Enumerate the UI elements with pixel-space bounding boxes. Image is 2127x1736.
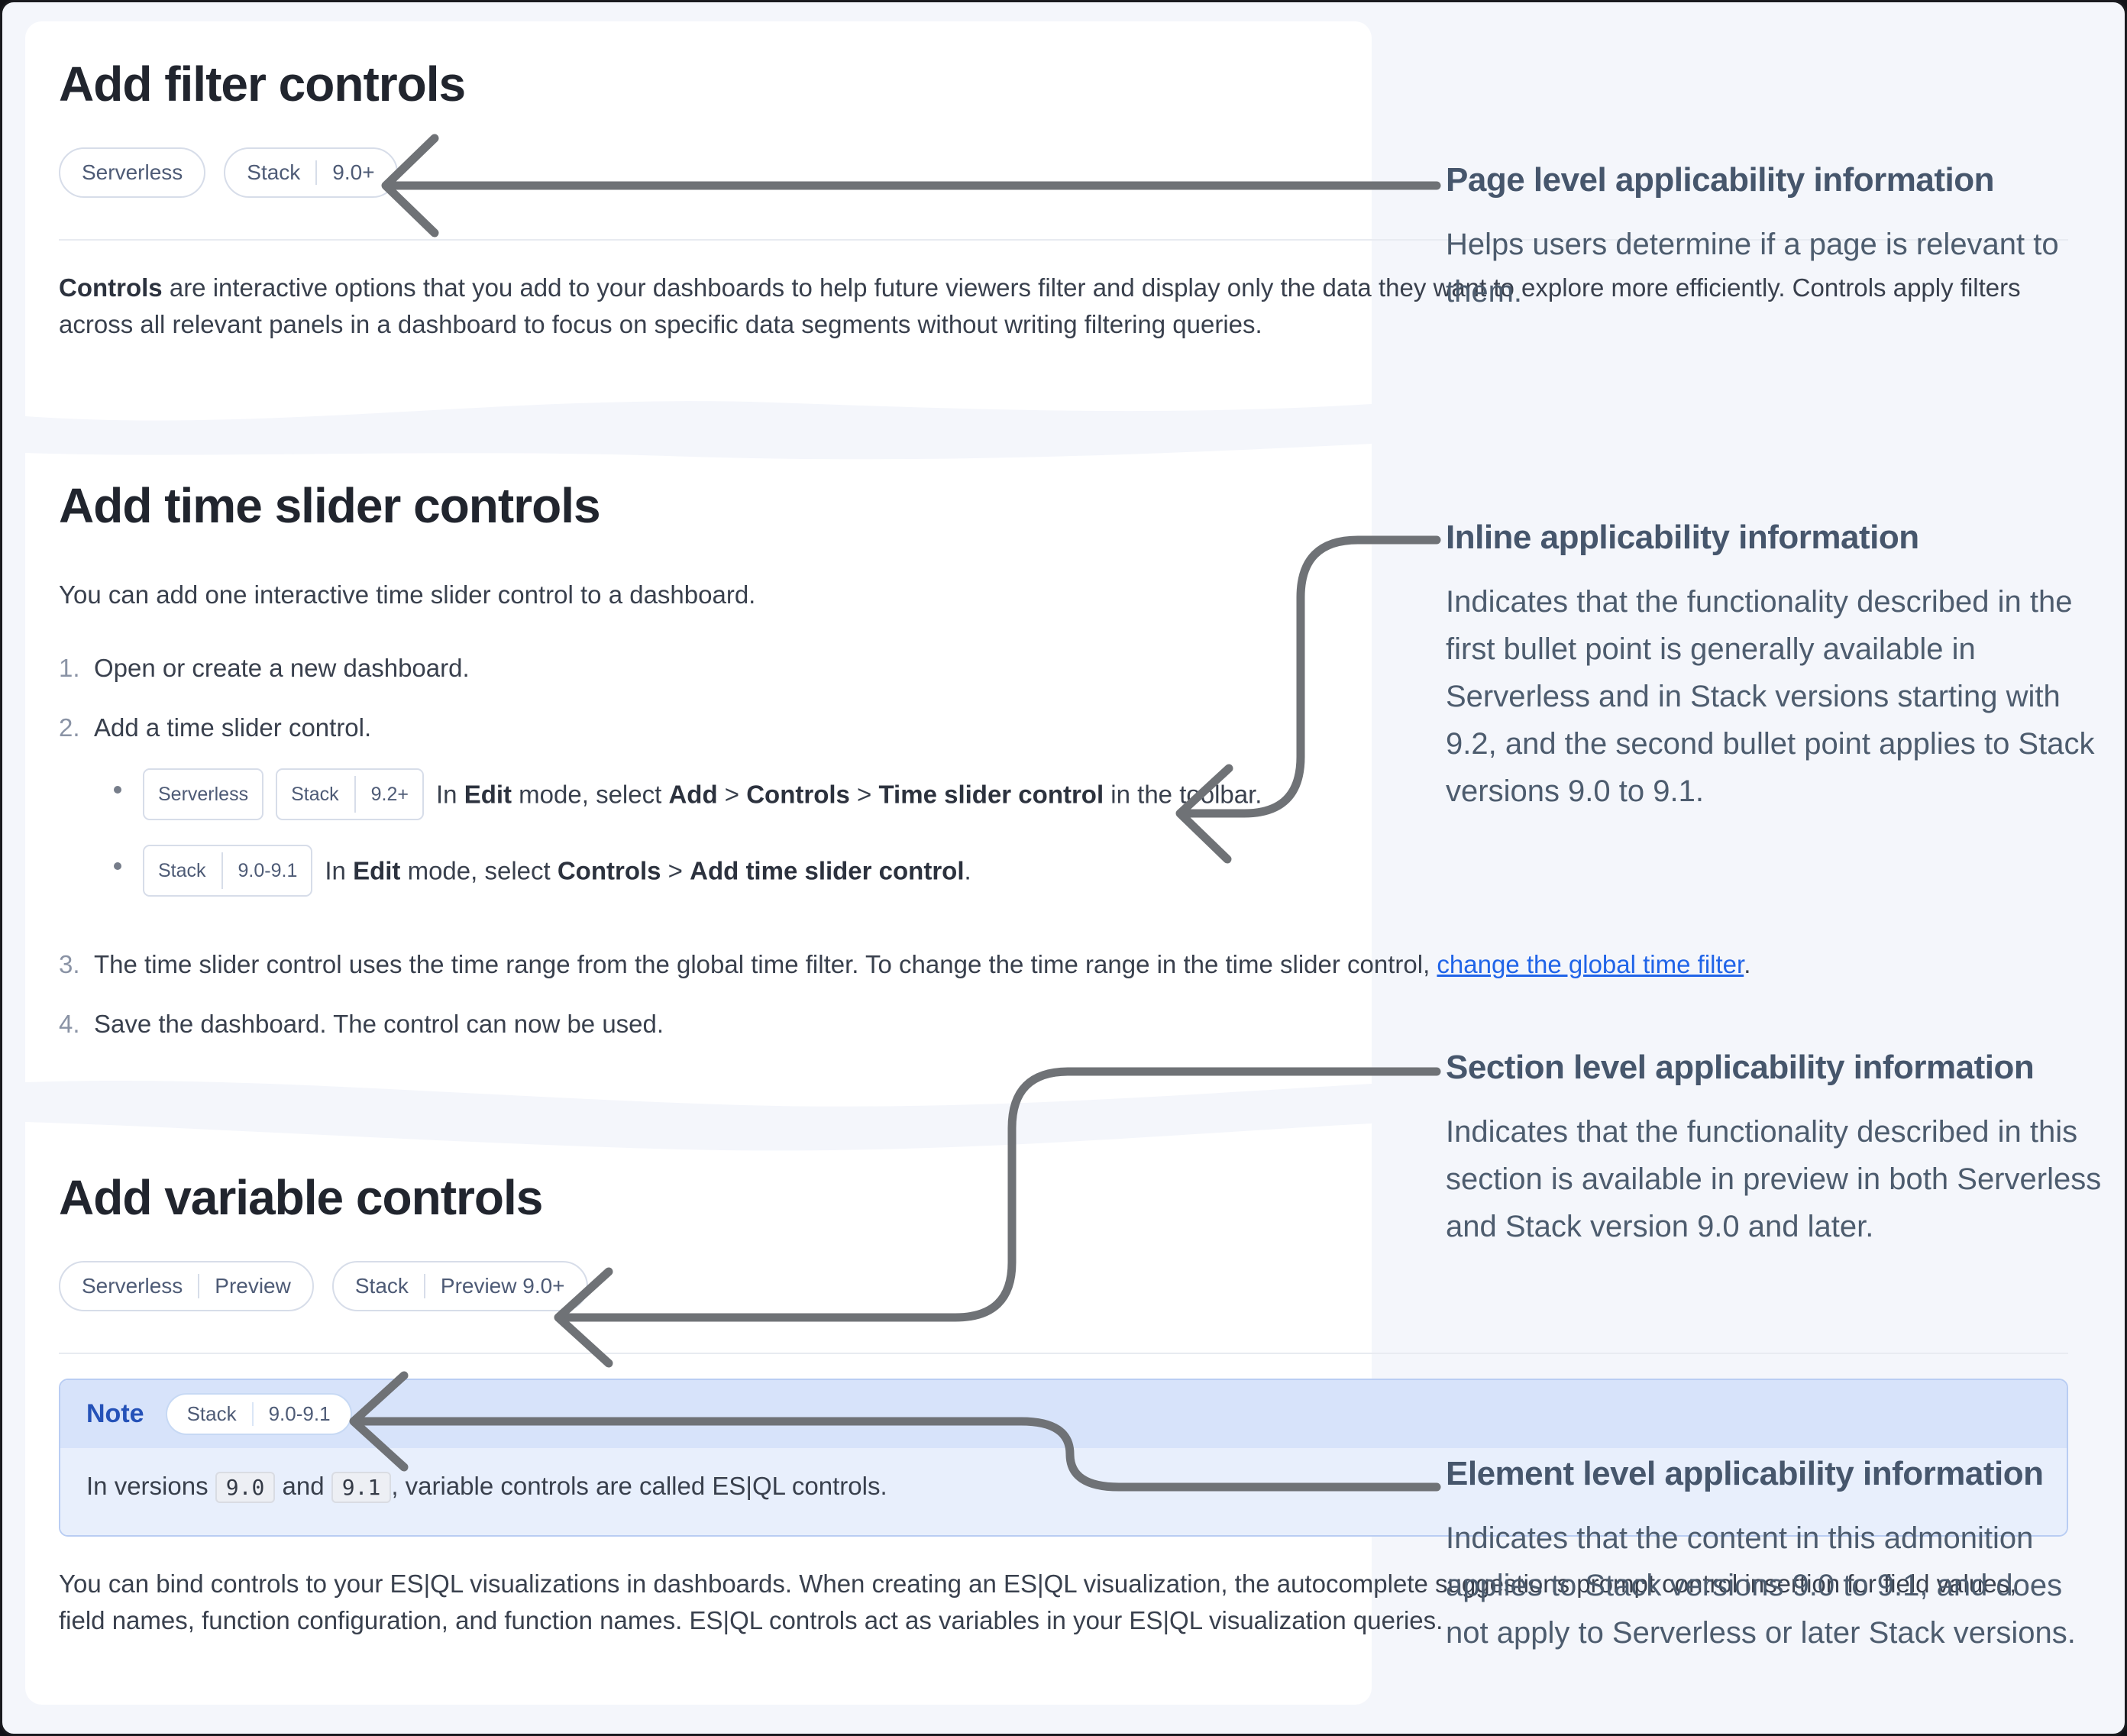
- applicability-badge: Serverless: [59, 147, 206, 198]
- step-number: 2.: [59, 713, 80, 742]
- bullet-serverless-stack-92: Serverless Stack 9.2+ In Edit mode, select …: [112, 768, 2068, 823]
- inline-applicability-badges: Stack 9.0-9.1: [143, 845, 325, 897]
- step-text: Open or create a new dashboard.: [94, 654, 470, 682]
- annotation-heading: Inline applicability information: [1446, 519, 1919, 556]
- step-4: 4. Save the dashboard. The control can n…: [59, 1006, 2068, 1043]
- step-1: 1. Open or create a new dashboard.: [59, 650, 2068, 687]
- annotation-element-level: Element level applicability information …: [1446, 1455, 2110, 1657]
- bold-text: Controls: [557, 856, 661, 885]
- annotation-heading: Section level applicability information: [1446, 1049, 2035, 1086]
- annotation-heading: Element level applicability information: [1446, 1455, 2044, 1492]
- applicability-badge: Stack 9.0+: [224, 147, 398, 198]
- badge-segment: Serverless: [82, 1274, 183, 1298]
- note-header: Note Stack 9.0-9.1: [60, 1380, 2067, 1448]
- annotation-section-level: Section level applicability information …: [1446, 1049, 2110, 1250]
- badge-divider: [354, 776, 356, 813]
- bold-text: Edit: [353, 856, 401, 885]
- closing-paragraph: You can bind controls to your ES|QL visu…: [59, 1570, 2017, 1634]
- note-applicability-badge: Stack 9.0-9.1: [165, 1393, 352, 1435]
- note-label: Note: [86, 1399, 144, 1428]
- badge-segment: 9.2+: [370, 784, 409, 805]
- badge-segment: Stack: [158, 860, 206, 881]
- code-span: 9.0: [215, 1472, 276, 1503]
- badge-segment: Serverless: [82, 160, 183, 184]
- code-span: 9.1: [331, 1472, 392, 1503]
- annotation-page-level: Page level applicability information Hel…: [1446, 161, 2110, 315]
- badge-segment: Stack: [247, 160, 301, 184]
- badge-segment: Stack: [291, 784, 339, 805]
- applicability-badge: Stack 9.0-9.1: [143, 845, 313, 897]
- bold-text: Controls: [59, 273, 163, 302]
- steps-list: 1. Open or create a new dashboard. 2. Ad…: [59, 650, 2068, 1043]
- annotation-body: Indicates that the functionality describ…: [1446, 585, 2095, 808]
- section-title: Add time slider controls: [59, 478, 601, 533]
- bullet-stack-90-91: Stack 9.0-9.1 In Edit mode, select Control…: [112, 845, 2068, 899]
- step-2: 2. Add a time slider control. Serverless…: [59, 710, 2068, 923]
- step-number: 3.: [59, 950, 80, 978]
- bullet-text: In Edit mode, select Add > Controls > Ti…: [435, 780, 1262, 809]
- divider: [59, 1353, 2068, 1354]
- divider: [59, 239, 2068, 241]
- doc-link[interactable]: change the global time filter: [1437, 950, 1744, 978]
- annotation-inline-level: Inline applicability information Indicat…: [1446, 519, 2110, 815]
- badge-segment: 9.0-9.1: [268, 1402, 331, 1425]
- step-number: 1.: [59, 654, 80, 682]
- badge-divider: [251, 1402, 254, 1426]
- badge-divider: [315, 160, 318, 185]
- applicability-badge: Stack Preview 9.0+: [331, 1261, 588, 1311]
- section-title: Add variable controls: [59, 1170, 543, 1225]
- annotation-body: Helps users determine if a page is relev…: [1446, 228, 2059, 309]
- badge-divider: [423, 1274, 425, 1298]
- bold-text: Edit: [464, 780, 512, 809]
- annotation-body: Indicates that the functionality describ…: [1446, 1115, 2102, 1243]
- inline-applicability-badges: Serverless Stack 9.2+: [143, 768, 436, 820]
- applicability-badge: Serverless Preview: [59, 1261, 314, 1311]
- badge-segment: Stack: [354, 1274, 409, 1298]
- step-text: The time slider control uses the time ra…: [94, 950, 1751, 978]
- section-intro: You can add one interactive time slider …: [59, 580, 756, 609]
- page-applicability-badges: Serverless Stack 9.0+: [59, 147, 2068, 198]
- page-title: Add filter controls: [59, 57, 466, 112]
- bold-text: Time slider control: [878, 780, 1104, 809]
- bullet-text: In Edit mode, select Controls > Add time…: [325, 856, 971, 885]
- applicability-badge: Stack 9.0-9.1: [165, 1393, 352, 1435]
- badge-segment: Preview 9.0+: [440, 1274, 565, 1298]
- step-3: 3. The time slider control uses the time…: [59, 946, 2068, 983]
- badge-divider: [221, 852, 223, 889]
- badge-segment: 9.0+: [332, 160, 375, 184]
- bold-text: Controls: [746, 780, 850, 809]
- badge-segment: Serverless: [158, 784, 249, 805]
- step-text: Add a time slider control.: [94, 713, 372, 742]
- annotation-heading: Page level applicability information: [1446, 161, 1994, 199]
- intro-paragraph: Controls are interactive options that yo…: [59, 273, 2021, 338]
- badge-divider: [198, 1274, 200, 1298]
- badge-segment: Preview: [215, 1274, 291, 1298]
- badge-segment: Stack: [186, 1402, 237, 1425]
- section-add-time-slider-controls: Add time slider controls You can add one…: [2, 477, 2125, 1065]
- bold-text: Add time slider control: [690, 856, 965, 885]
- applicability-badge: Stack 9.2+: [276, 768, 424, 820]
- annotation-body: Indicates that the content in this admon…: [1446, 1521, 2076, 1650]
- applicability-badge: Serverless: [143, 768, 264, 820]
- bold-text: Add: [668, 780, 718, 809]
- section-applicability-badges: Serverless Preview Stack Preview 9.0+: [59, 1261, 2068, 1311]
- step-number: 4.: [59, 1010, 80, 1038]
- badge-segment: 9.0-9.1: [238, 860, 298, 881]
- step-text: Save the dashboard. The control can now …: [94, 1010, 664, 1038]
